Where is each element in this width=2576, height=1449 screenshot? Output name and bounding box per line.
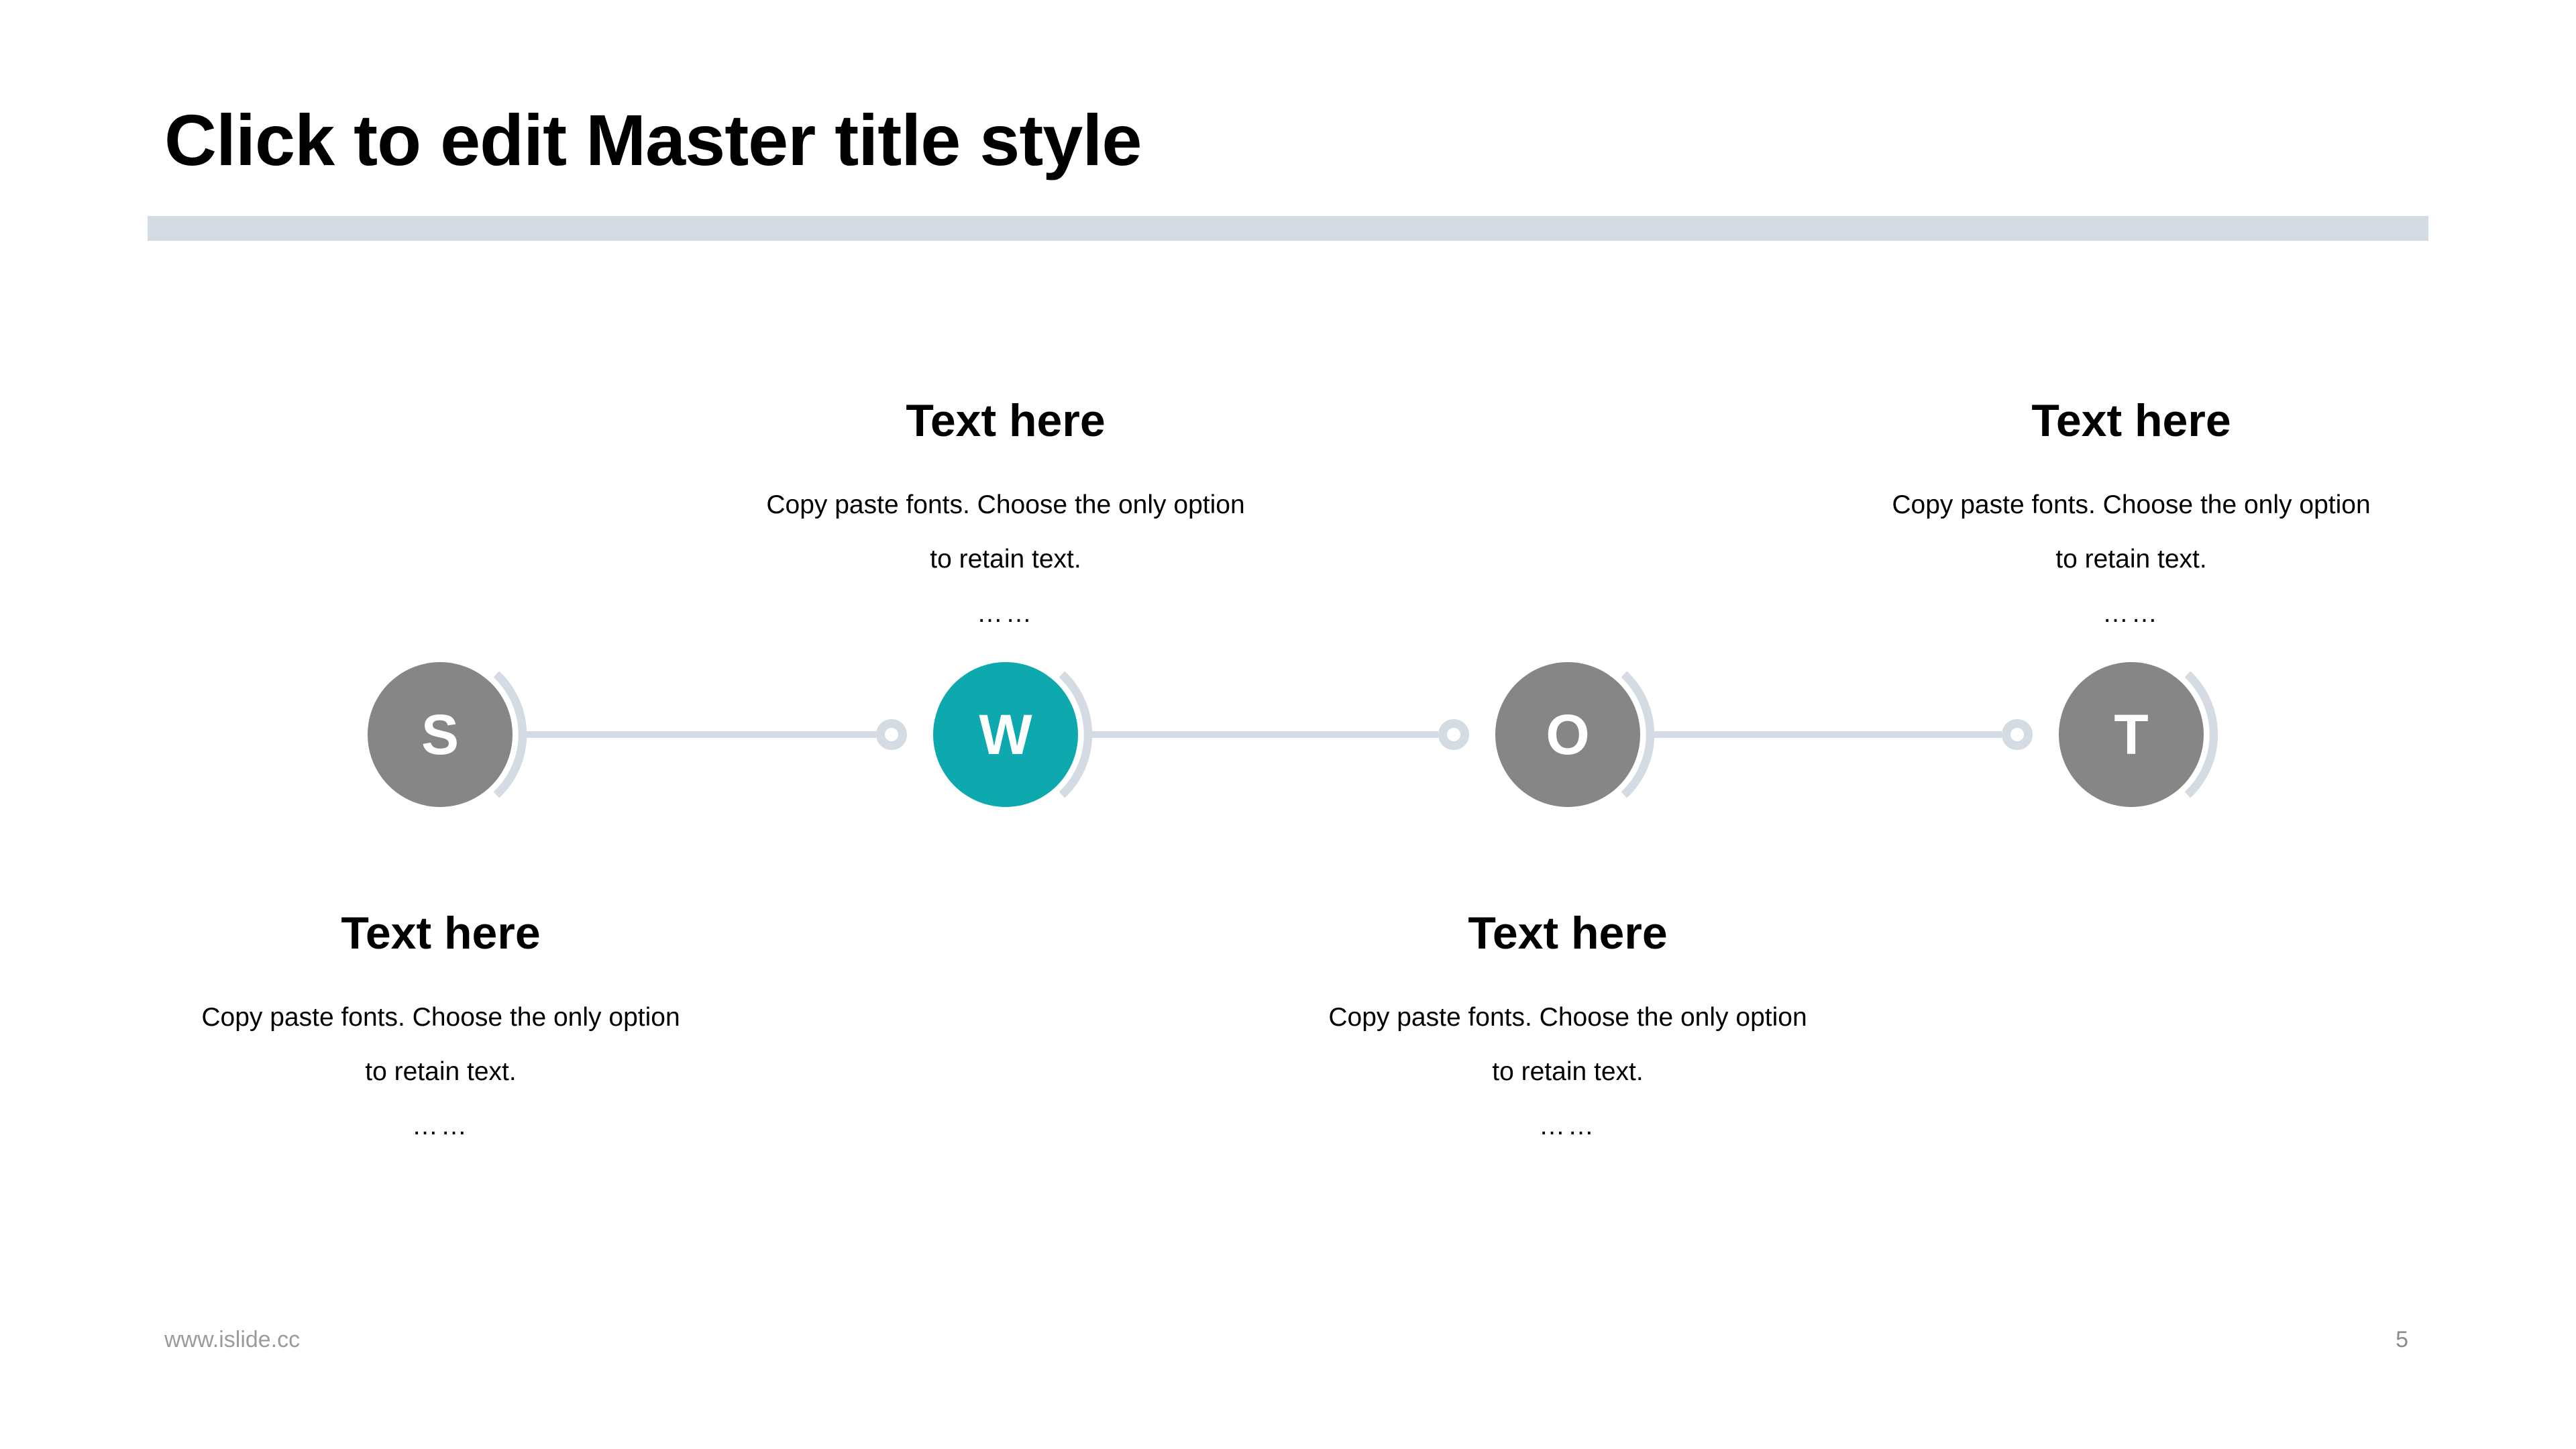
text-block-t[interactable]: Text here Copy paste fonts. Choose the o… [1762,394,2500,641]
text-block-t-body-line1: Copy paste fonts. Choose the only option [1892,490,2371,519]
text-block-s[interactable]: Text here Copy paste fonts. Choose the o… [72,906,810,1153]
text-block-t-body-line2: to retain text. [2055,545,2207,574]
node-circle-s[interactable]: S [368,662,513,807]
text-block-t-heading: Text here [2031,395,2231,446]
connector-line-w-o [1090,731,1438,738]
text-block-o-body-line1: Copy paste fonts. Choose the only option [1328,1003,1807,1032]
text-block-o-body-line2: to retain text. [1492,1057,1644,1086]
connector-ring-before-o [1438,719,1469,750]
text-block-t-ellipsis: …… [2102,599,2160,628]
connector-line-s-w [525,731,876,738]
node-arc-s [493,671,527,798]
node-circle-o[interactable]: O [1495,662,1640,807]
text-block-s-heading: Text here [341,908,541,959]
text-block-w[interactable]: Text here Copy paste fonts. Choose the o… [637,394,1375,641]
text-block-o-ellipsis: …… [1539,1112,1597,1140]
node-circle-t[interactable]: T [2059,662,2204,807]
connector-ring-before-w [876,719,907,750]
title-underline-bar [148,216,2428,241]
text-block-w-ellipsis: …… [977,599,1034,628]
node-letter-o: O [1546,703,1590,766]
node-letter-w: W [979,703,1032,766]
text-block-w-heading: Text here [906,395,1106,446]
node-circle-w[interactable]: W [933,662,1078,807]
text-block-o-heading: Text here [1468,908,1668,959]
text-block-w-body-line2: to retain text. [930,545,1081,574]
node-arc-w [1059,671,1093,798]
node-letter-t: T [2114,703,2149,766]
text-block-s-body-line2: to retain text. [365,1057,517,1086]
footer-url: www.islide.cc [164,1327,301,1352]
text-block-w-body-line1: Copy paste fonts. Choose the only option [766,490,1245,519]
node-arc-o [1621,671,1655,798]
connector-ring-before-t [2002,719,2033,750]
text-block-s-ellipsis: …… [412,1112,470,1140]
text-block-s-body-line1: Copy paste fonts. Choose the only option [201,1003,680,1032]
slide-title-placeholder[interactable]: Click to edit Master title style [164,99,1142,180]
node-arc-t [2184,671,2218,798]
node-letter-s: S [421,703,460,766]
text-block-o[interactable]: Text here Copy paste fonts. Choose the o… [1199,906,1937,1153]
connector-line-o-t [1652,731,2002,738]
page-number: 5 [2396,1327,2408,1352]
